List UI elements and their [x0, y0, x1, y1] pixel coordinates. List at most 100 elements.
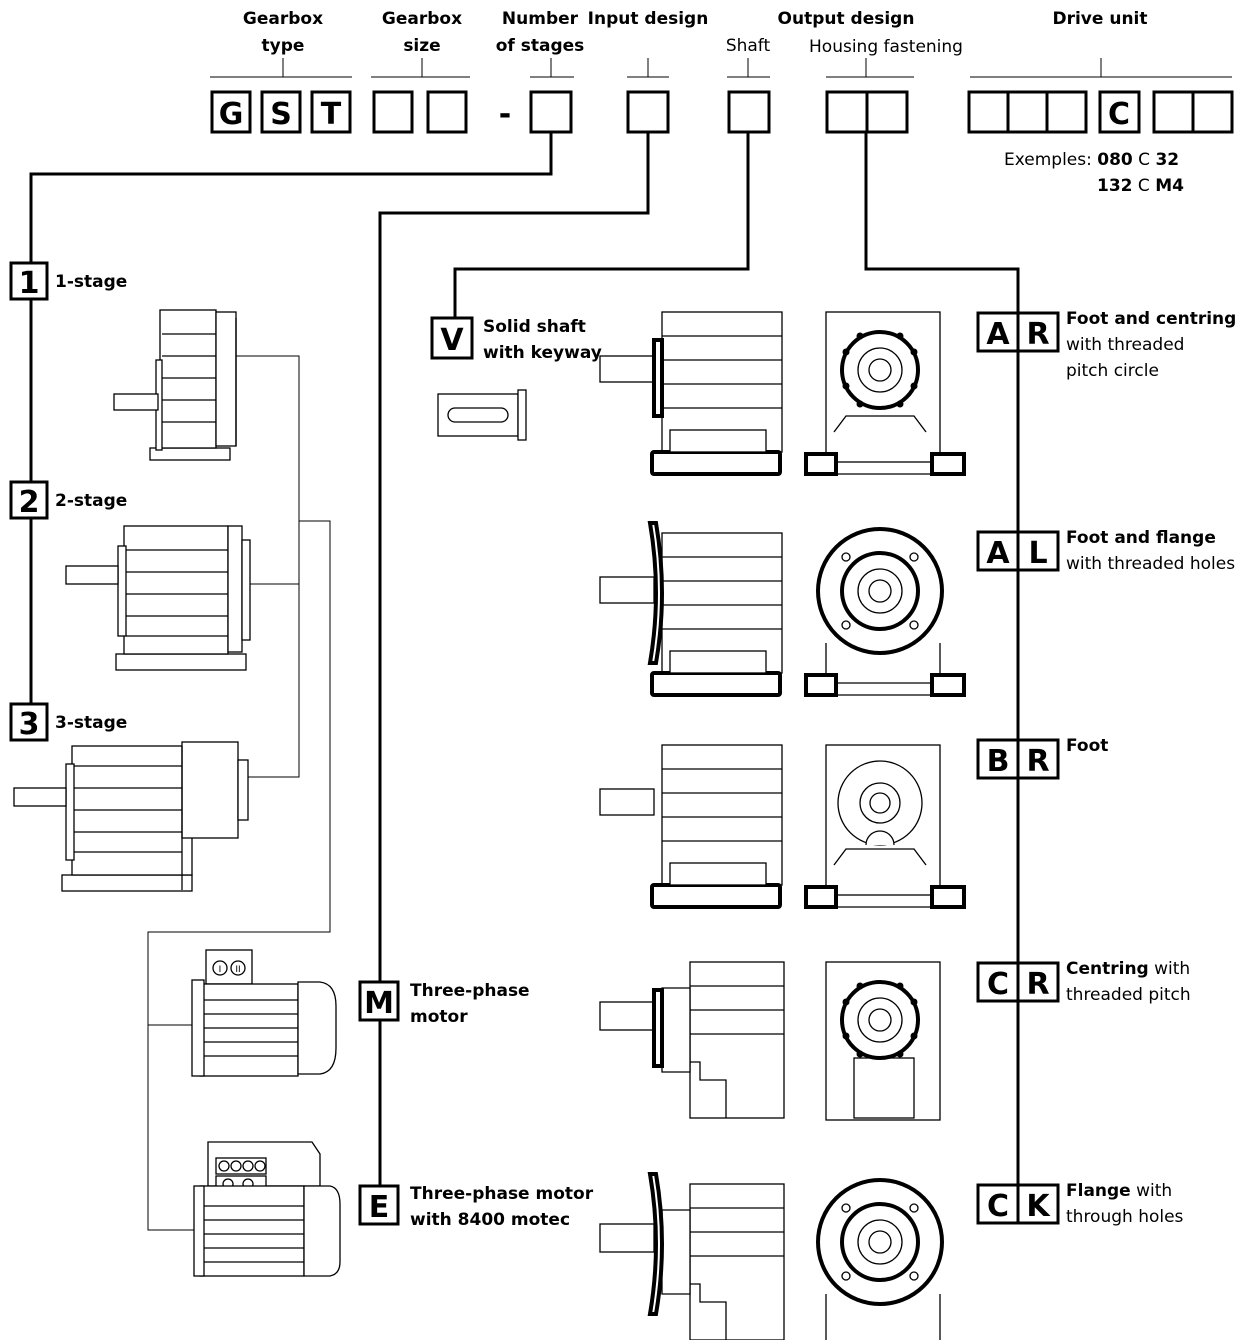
stage-1-label: 1-stage [55, 272, 127, 292]
header-brackets [210, 58, 1232, 78]
input-option-m: M Three-phase motor [358, 980, 530, 1027]
housing-code-box [976, 961, 1020, 1003]
gearbox-2stage-drawing [65, 525, 251, 671]
stage-options: 1 1-stage 2 2-stage 3 3-stage [9, 261, 127, 742]
housing-code-box [976, 1183, 1020, 1225]
gearbox-type-label-2: type [262, 36, 305, 56]
housing-desc-line: with threaded [1066, 335, 1184, 355]
code-box-size-2 [426, 90, 468, 134]
code-box-g [210, 90, 252, 134]
front-view-drawing [804, 527, 966, 697]
stages-label-1: Number [502, 9, 579, 29]
stage-1: 1 1-stage [9, 261, 127, 301]
housing-code-letter: K [1026, 1189, 1051, 1224]
input-e-code-box [358, 1184, 400, 1226]
stage-3-label: 3-stage [55, 713, 127, 733]
input-e-line-1: Three-phase motor [410, 1184, 594, 1204]
code-letter-t: T [321, 97, 342, 132]
gearbox-type-label-1: Gearbox [243, 9, 323, 29]
housing-desc-line: Foot and flange [1066, 528, 1216, 548]
code-letter-c: C [1108, 97, 1130, 132]
housing-code-box [1016, 738, 1060, 780]
stage-3: 3 3-stage [9, 702, 127, 742]
svg-text:II: II [235, 965, 240, 975]
shaft-line-2: with keyway [483, 343, 602, 363]
front-view-drawing [804, 744, 966, 909]
gearbox-3stage-drawing [13, 741, 249, 892]
gearbox-size-label-1: Gearbox [382, 9, 462, 29]
input-option-e: E Three-phase motor with 8400 motec [358, 1184, 594, 1230]
output-front-views [804, 311, 966, 1340]
shaft-line-1: Solid shaft [483, 317, 586, 337]
connector-lines [29, 132, 1020, 1231]
side-view-drawing [599, 521, 783, 697]
examples-row-2: 132 C M4 [1097, 176, 1184, 196]
stage-3-code-box [9, 702, 49, 742]
side-view-drawing [599, 1172, 785, 1340]
code-letter-g: G [219, 97, 244, 132]
code-box-drive-3 [1045, 90, 1088, 134]
motec-motor-drawing [193, 1141, 341, 1277]
housing-code-letter: L [1028, 536, 1047, 571]
housing-code-letter: R [1026, 744, 1049, 779]
gearbox-size-label-2: size [403, 36, 440, 56]
stage-2-code: 2 [19, 485, 40, 520]
code-box-size-1 [372, 90, 414, 134]
housing-code-letter: R [1026, 967, 1049, 1002]
input-e-code: E [369, 1190, 390, 1225]
stage-1-code: 1 [19, 266, 40, 301]
examples: Exemples: 080 C 32 132 C M4 [1004, 150, 1184, 196]
code-box-shaft [727, 90, 771, 134]
housing-code-letter: R [1026, 317, 1049, 352]
shaft-v-code: V [440, 323, 464, 358]
input-m-line-2: motor [410, 1007, 468, 1027]
output-side-views [599, 311, 785, 1340]
input-m-code-box [358, 980, 400, 1022]
code-box-stages [529, 90, 573, 134]
code-dash: - [499, 97, 511, 132]
housing-desc-line: through holes [1066, 1207, 1184, 1227]
code-letter-s: S [270, 97, 292, 132]
side-view-drawing [599, 311, 783, 476]
side-view-drawing [599, 744, 783, 909]
input-m-line-1: Three-phase [410, 981, 530, 1001]
housing-desc-line: pitch circle [1066, 361, 1159, 381]
housing-desc-line: Foot [1066, 736, 1108, 756]
gearbox-1stage-drawing [113, 309, 237, 461]
code-box-input [626, 90, 670, 134]
code-box-drive-5 [1152, 90, 1195, 134]
code-box-drive-2 [1006, 90, 1049, 134]
code-box-drive-c [1098, 90, 1141, 134]
stages-label-2: of stages [496, 36, 585, 56]
stage-2-label: 2-stage [55, 491, 127, 511]
code-box-s [260, 90, 302, 134]
housing-code-letter: C [987, 967, 1009, 1002]
front-view-drawing [825, 961, 941, 1121]
svg-text:I: I [219, 965, 222, 975]
housing-desc-line: Flange with [1066, 1181, 1172, 1201]
type-code: G S T - C [210, 90, 1234, 134]
input-e-line-2: with 8400 motec [410, 1210, 570, 1230]
housing-code-box [1016, 1183, 1060, 1225]
code-box-t [310, 90, 352, 134]
housing-code-box [1016, 530, 1060, 572]
housing-code-letter: C [987, 1189, 1009, 1224]
housing-desc-line: Centring with [1066, 959, 1190, 979]
housing-code-letter: A [986, 317, 1010, 352]
drive-unit-label: Drive unit [1052, 9, 1147, 29]
header-labels: Gearbox type Gearbox size Number of stag… [243, 9, 1148, 57]
housing-code-letter: A [986, 536, 1010, 571]
stage-3-code: 3 [19, 707, 40, 742]
housing-code-letter: B [987, 744, 1010, 779]
examples-label: Exemples: [1004, 150, 1092, 170]
input-design-label: Input design [588, 9, 709, 29]
code-box-drive-1 [967, 90, 1010, 134]
shaft-label: Shaft [726, 36, 771, 56]
housing-code-box [1016, 961, 1060, 1003]
code-box-drive-6 [1191, 90, 1234, 134]
